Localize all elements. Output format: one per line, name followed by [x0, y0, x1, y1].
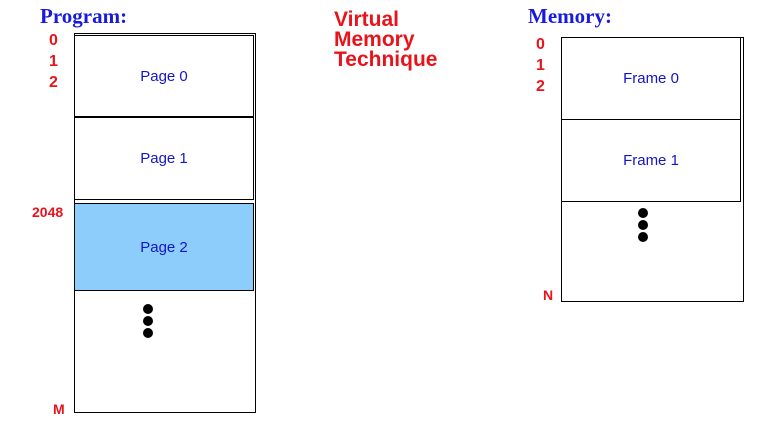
program-ellipsis-dot	[143, 328, 153, 338]
program-address-0: 0	[49, 32, 58, 49]
memory-frame-1-label: Frame 1	[623, 152, 679, 169]
memory-frame-0: Frame 0	[561, 37, 741, 120]
program-address-2: 2	[49, 74, 58, 91]
memory-address-n: N	[543, 287, 554, 303]
memory-ellipsis-dot	[638, 232, 648, 242]
program-heading: Program:	[40, 4, 128, 28]
program-page-0: Page 0	[74, 35, 254, 117]
memory-address-1: 1	[536, 57, 545, 74]
program-page-2-label: Page 2	[140, 238, 188, 256]
memory-ellipsis-dot	[638, 208, 648, 218]
memory-ellipsis-dot	[638, 220, 648, 230]
program-page-0-label: Page 0	[140, 67, 188, 85]
program-address-m: M	[53, 401, 65, 417]
memory-heading: Memory:	[528, 4, 612, 28]
memory-address-0: 0	[536, 36, 545, 53]
program-ellipsis-dot	[143, 304, 153, 314]
memory-frame-1: Frame 1	[561, 119, 741, 202]
program-address-1: 1	[49, 53, 58, 70]
program-page-2: Page 2	[74, 203, 254, 291]
program-address-2048: 2048	[32, 204, 64, 220]
diagram-title-line: Technique	[334, 48, 438, 71]
program-page-1: Page 1	[74, 117, 254, 200]
diagram-title-line: Memory	[334, 28, 415, 51]
memory-frame-0-label: Frame 0	[623, 70, 679, 87]
memory-address-2: 2	[536, 78, 545, 95]
diagram-title-line: Virtual	[334, 8, 399, 31]
diagram-title: Virtual Memory Technique	[334, 8, 438, 71]
program-ellipsis-dot	[143, 316, 153, 326]
program-page-1-label: Page 1	[140, 150, 188, 167]
